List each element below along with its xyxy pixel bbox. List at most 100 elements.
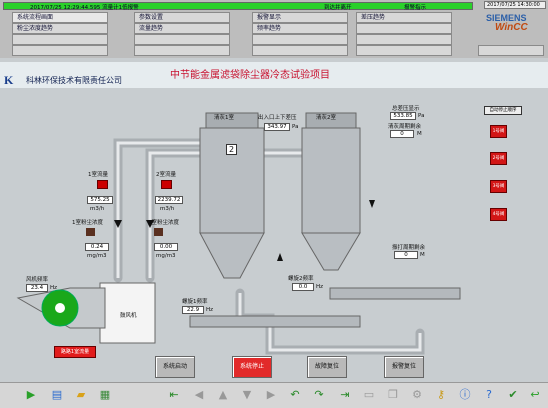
valve-1-button[interactable]: 1号阀 — [490, 125, 507, 138]
alarm-reset-button[interactable]: 报警复位 — [384, 356, 424, 378]
screw-2-value[interactable]: 0.0 — [292, 283, 314, 291]
dust-sensor-2-icon — [154, 228, 163, 236]
dust-1-label: 1室粉尘浓度 — [72, 220, 103, 226]
nav-process-screen[interactable]: 系统流程画面 — [12, 12, 108, 23]
clean-cycle-value: 0 — [390, 130, 414, 138]
page-icon[interactable]: ▤ — [51, 388, 63, 401]
nav-empty-slot[interactable] — [12, 45, 108, 56]
dust-sensor-1-icon — [86, 228, 95, 236]
hopper-2 — [301, 232, 361, 271]
nav-empty-slot[interactable] — [252, 45, 348, 56]
exit-icon[interactable]: ↩ — [530, 388, 540, 401]
filter-vessel-2 — [301, 127, 361, 234]
play-icon[interactable]: ▶ — [26, 388, 36, 401]
nav-empty-slot[interactable] — [134, 45, 230, 56]
print-icon[interactable]: ▭ — [363, 388, 375, 401]
flow-meter-2-icon — [161, 180, 172, 189]
help-icon[interactable]: ? — [486, 388, 492, 401]
title-banner — [0, 62, 548, 88]
flow-1-unit: m3/h — [90, 206, 105, 212]
bottom-toolbar — [0, 382, 548, 408]
screw-conveyor-2 — [329, 287, 461, 300]
nav-empty-slot[interactable] — [356, 45, 452, 56]
dust-1-unit: mg/m3 — [87, 253, 107, 259]
flow-1-label: 1室流量 — [88, 172, 108, 178]
company-name: 科林环保技术有限责任公司 — [26, 76, 122, 85]
nav-first-icon[interactable]: ⇤ — [169, 388, 179, 401]
nav-next-icon[interactable]: ▶ — [266, 388, 276, 401]
folder-icon[interactable]: ▰ — [76, 388, 86, 401]
vessel-number: 2 — [226, 144, 238, 155]
nav-forward-icon[interactable]: ↷ — [314, 388, 324, 401]
copy-icon[interactable]: ❐ — [388, 388, 398, 401]
fan-frequency-value[interactable]: 23.4 — [26, 284, 48, 292]
key-icon[interactable]: ⚷ — [436, 388, 446, 401]
vibration-cycle-unit: M — [420, 252, 425, 258]
flow-meter-1-icon — [97, 180, 108, 189]
nav-empty-slot[interactable] — [134, 34, 230, 45]
nav-empty-slot[interactable] — [478, 45, 544, 56]
total-dp-label: 总差压显示 — [392, 106, 420, 112]
product-logo: WinCC — [495, 22, 528, 33]
blower-label: 鼓风机 — [120, 313, 137, 319]
system-start-button[interactable]: 系统启动 — [155, 356, 195, 378]
screw-conveyor-1 — [189, 315, 361, 328]
nav-parameter-settings[interactable]: 参数设置 — [134, 12, 230, 23]
nav-flow-trend[interactable]: 流量趋势 — [134, 23, 230, 34]
fan-frequency-label: 风机频率 — [26, 277, 49, 283]
screw-1-value[interactable]: 22.9 — [182, 306, 204, 314]
dust-1-value: 0.24 — [85, 243, 109, 251]
dp-label: 出入口上下差压 — [258, 115, 297, 121]
total-dp-unit: Pa — [418, 113, 425, 119]
vessel-2-label: 清灰2室 — [316, 115, 336, 121]
fan-frequency-unit: Hz — [50, 285, 58, 291]
dust-2-unit: mg/m3 — [156, 253, 176, 259]
nav-home-icon[interactable]: ⇥ — [340, 388, 350, 401]
valve-2-button[interactable]: 2号阀 — [490, 152, 507, 165]
nav-back-icon[interactable]: ↶ — [290, 388, 300, 401]
nav-prev-icon[interactable]: ◀ — [194, 388, 204, 401]
auto-stop-sequence[interactable]: 自动停止顺序 — [484, 106, 522, 115]
chart-icon[interactable]: ▦ — [99, 388, 111, 401]
nav-down-icon[interactable]: ▼ — [242, 388, 252, 401]
nav-empty-slot[interactable] — [12, 34, 108, 45]
screw-1-unit: Hz — [206, 307, 214, 313]
nav-dp-trend[interactable]: 差压趋势 — [356, 12, 452, 23]
flow-2-unit: m3/h — [160, 206, 175, 212]
checklist-icon[interactable]: ✔ — [508, 388, 518, 401]
dp-value: 343.97 — [264, 123, 290, 131]
valve-4-button[interactable]: 4号阀 — [490, 208, 507, 221]
screw-2-unit: Hz — [316, 284, 324, 290]
process-diagram — [16, 112, 461, 355]
dust-2-label: 2室粉尘浓度 — [148, 220, 179, 226]
system-stop-button[interactable]: 系统停止 — [232, 356, 272, 378]
vessel-1-label: 清灰1室 — [214, 115, 234, 121]
vibration-cycle-label: 振打周期剩余 — [392, 245, 426, 251]
settings-icon[interactable]: ⚙ — [412, 388, 422, 401]
nav-dust-trend[interactable]: 粉尘浓度趋势 — [12, 23, 108, 34]
nav-up-icon[interactable]: ▲ — [218, 388, 228, 401]
vibration-cycle-value: 0 — [394, 251, 418, 259]
fault-reset-button[interactable]: 故障复位 — [307, 356, 347, 378]
flow-2-value: 2239.72 — [155, 196, 183, 204]
alarm-status: 到达并离开 — [324, 5, 352, 11]
nav-empty-slot[interactable] — [356, 34, 452, 45]
nav-alarm-display[interactable]: 报警显示 — [252, 12, 348, 23]
valve-3-button[interactable]: 3号阀 — [490, 180, 507, 193]
clean-cycle-unit: M — [417, 131, 422, 137]
nav-frequency-trend[interactable]: 频率趋势 — [252, 23, 348, 34]
clean-cycle-label: 清灰周期剩余 — [388, 124, 422, 130]
nav-empty-slot[interactable] — [356, 23, 452, 34]
brand-logo: SIEMENS — [486, 13, 527, 23]
datetime-display: 2017/07/25 14:30:00 — [484, 1, 546, 9]
info-icon[interactable]: ⓘ — [459, 388, 471, 401]
total-dp-value: 533.85 — [390, 112, 416, 120]
alarm-indicator: 报警指示 — [404, 5, 427, 11]
hopper-1 — [199, 232, 265, 279]
dust-2-value: 0.00 — [154, 243, 178, 251]
bypass-flow-button[interactable]: 路路1室流量 — [54, 346, 96, 358]
dp-unit: Pa — [292, 124, 299, 130]
nav-empty-slot[interactable] — [252, 34, 348, 45]
project-title: 中节能金属滤袋除尘器冷态试验项目 — [170, 70, 330, 81]
alarm-line[interactable]: 2017/07/25 12:29:44.595 流量计1低报警 到达并离开 报警… — [3, 2, 473, 11]
